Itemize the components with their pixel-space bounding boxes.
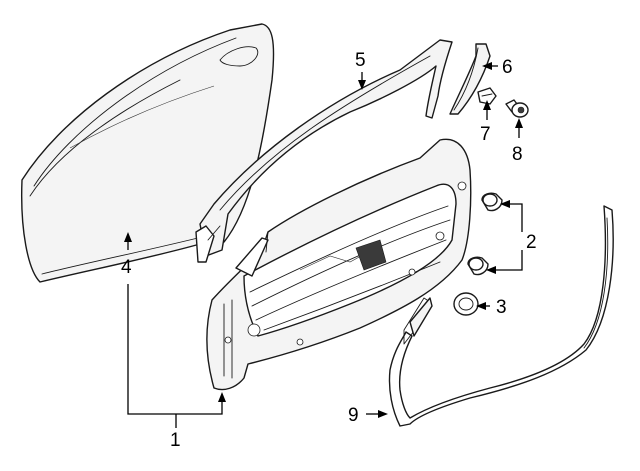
door-shell — [206, 138, 472, 391]
clip — [477, 87, 497, 105]
window-frame — [195, 39, 453, 263]
callout-5: 5 — [355, 50, 366, 71]
callout-4: 4 — [121, 257, 132, 278]
callout-8: 8 — [512, 144, 523, 165]
outer-door-skin — [20, 23, 275, 283]
callout-7: 7 — [480, 124, 491, 145]
hole-plug — [453, 292, 479, 316]
leader-lines — [124, 62, 523, 428]
callout-3: 3 — [496, 297, 507, 318]
callout-1: 1 — [170, 430, 181, 451]
bolt — [505, 99, 529, 118]
callout-2: 2 — [526, 232, 537, 253]
weatherstrip — [388, 205, 614, 427]
callout-6: 6 — [502, 57, 513, 78]
stop-bumper-upper — [481, 192, 503, 212]
stop-bumper-lower — [467, 256, 489, 276]
callout-9: 9 — [348, 405, 359, 426]
callout-labels: 1 2 3 4 5 6 7 8 9 — [121, 50, 537, 451]
